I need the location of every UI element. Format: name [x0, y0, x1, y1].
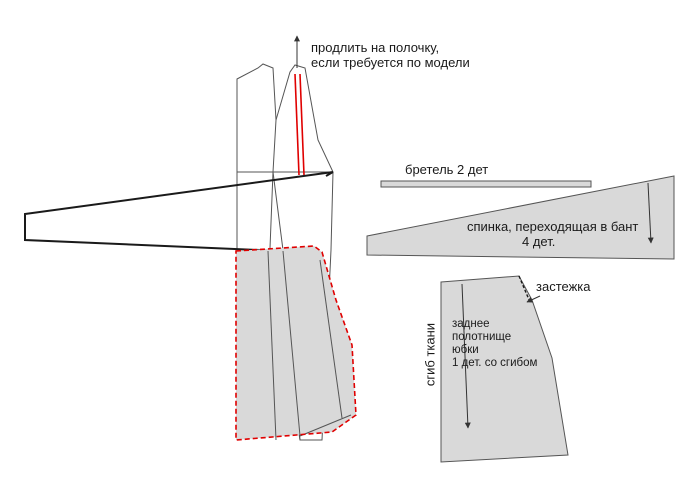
fastener-label: застежка — [536, 279, 591, 294]
back-bow-piece — [366, 175, 675, 260]
strap-piece — [380, 180, 592, 188]
bow-tie-outline — [24, 171, 334, 252]
fastener-pointer-arrow — [526, 295, 541, 303]
fold-label: сгиб ткани — [422, 322, 438, 387]
skirt-back-label-line4: 1 дет. со сгибом — [452, 357, 538, 369]
skirt-front-inner-lines — [267, 250, 352, 441]
extend-note-line1: продлить на полочку, — [311, 40, 440, 55]
skirt-back-label-line1: заднее — [452, 318, 490, 330]
back-bow-grain-arrow — [647, 182, 654, 244]
strap-label: бретель 2 дет — [405, 162, 489, 177]
skirt-back-label-line3: юбки — [452, 344, 479, 356]
skirt-back-grain-arrow — [461, 283, 471, 429]
back-bow-label-line2: 4 дет. — [522, 234, 556, 249]
skirt-back-label-line2: полотнище — [452, 331, 512, 343]
back-bow-label-line1: спинка, переходящая в бант — [467, 219, 639, 234]
skirt-front-piece — [236, 246, 356, 440]
extend-note-line2: если требуется по модели — [311, 55, 470, 70]
extension-red-lines — [294, 73, 305, 176]
skirt-front-dashed-outline — [235, 245, 357, 441]
